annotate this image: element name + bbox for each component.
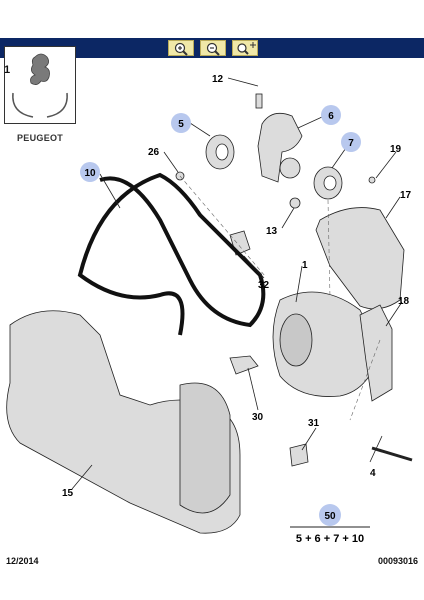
tensioner-pulley-part bbox=[279, 157, 301, 179]
callout-10[interactable]: 10 bbox=[80, 162, 100, 182]
callout-label: 17 bbox=[400, 190, 412, 201]
callout-label: 18 bbox=[398, 296, 410, 307]
callout-15[interactable]: 15 bbox=[62, 488, 74, 499]
callout-32[interactable]: 32 bbox=[258, 280, 270, 291]
kit-formula: 5 + 6 + 7 + 10 bbox=[296, 533, 364, 545]
callout-bubble bbox=[321, 105, 341, 125]
callout-label: 12 bbox=[212, 74, 224, 85]
bracket-part bbox=[229, 230, 251, 256]
bracket-part bbox=[289, 443, 309, 467]
thumbnail-item-number: 1 bbox=[4, 64, 11, 76]
zoom-in-icon bbox=[174, 42, 188, 56]
callout-label: 13 bbox=[266, 226, 278, 237]
tensioner-part bbox=[257, 112, 303, 183]
callout-26[interactable]: 26 bbox=[148, 147, 160, 158]
callout-label: 26 bbox=[148, 147, 160, 158]
nut-part bbox=[289, 197, 301, 209]
callout-label: 31 bbox=[308, 418, 320, 429]
callout-bubble bbox=[319, 504, 341, 526]
callout-label: 10 bbox=[84, 168, 96, 179]
callout-17[interactable]: 17 bbox=[400, 190, 412, 201]
callout-4[interactable]: 4 bbox=[370, 468, 376, 479]
callout-1[interactable]: 1 bbox=[302, 260, 308, 271]
callout-5[interactable]: 5 bbox=[171, 113, 191, 133]
zoom-move-button[interactable] bbox=[232, 40, 258, 56]
callout-31[interactable]: 31 bbox=[308, 418, 320, 429]
callout-18[interactable]: 18 bbox=[398, 296, 410, 307]
footer-reference: 00093016 bbox=[377, 556, 418, 566]
callout-30[interactable]: 30 bbox=[252, 412, 264, 423]
zoom-in-button[interactable] bbox=[168, 40, 194, 56]
callout-label: 32 bbox=[258, 280, 270, 291]
bolt-part bbox=[255, 93, 263, 109]
callout-label: 5 bbox=[178, 119, 184, 130]
vehicle-thumbnail[interactable]: PEUGEOT bbox=[4, 46, 76, 143]
callout-label: 1 bbox=[302, 260, 308, 271]
callout-12[interactable]: 12 bbox=[212, 74, 224, 85]
drive-belt-part bbox=[77, 172, 266, 336]
callout-bubble bbox=[341, 132, 361, 152]
callout-label: 19 bbox=[390, 144, 402, 155]
callout-50[interactable]: 50 bbox=[319, 504, 341, 526]
peugeot-lion-logo bbox=[12, 53, 68, 118]
callout-label: 6 bbox=[328, 111, 334, 122]
callout-13[interactable]: 13 bbox=[266, 226, 278, 237]
callout-bubble bbox=[171, 113, 191, 133]
callout-label: 7 bbox=[348, 138, 354, 149]
callout-label: 4 bbox=[370, 468, 376, 479]
callout-label: 50 bbox=[324, 511, 336, 522]
footer-date: 12/2014 bbox=[6, 556, 39, 566]
bolt-part bbox=[368, 176, 376, 184]
callout-6[interactable]: 6 bbox=[321, 105, 341, 125]
callout-label: 30 bbox=[252, 412, 264, 423]
callout-19[interactable]: 19 bbox=[390, 144, 402, 155]
bracket-part bbox=[315, 207, 405, 310]
belt-cover-part bbox=[179, 382, 231, 514]
zoom-move-icon bbox=[237, 42, 256, 55]
callout-7[interactable]: 7 bbox=[341, 132, 361, 152]
parts-diagram: 12 6 5 26 7 19 10 17 13 1 32 18 30 31 4 bbox=[6, 74, 413, 545]
brand-text: PEUGEOT bbox=[17, 133, 64, 143]
bracket-part bbox=[229, 355, 259, 375]
bracket-part bbox=[359, 304, 393, 402]
callout-label: 15 bbox=[62, 488, 74, 499]
zoom-out-button[interactable] bbox=[200, 40, 226, 56]
zoom-out-icon bbox=[206, 42, 220, 56]
callout-bubble bbox=[80, 162, 100, 182]
